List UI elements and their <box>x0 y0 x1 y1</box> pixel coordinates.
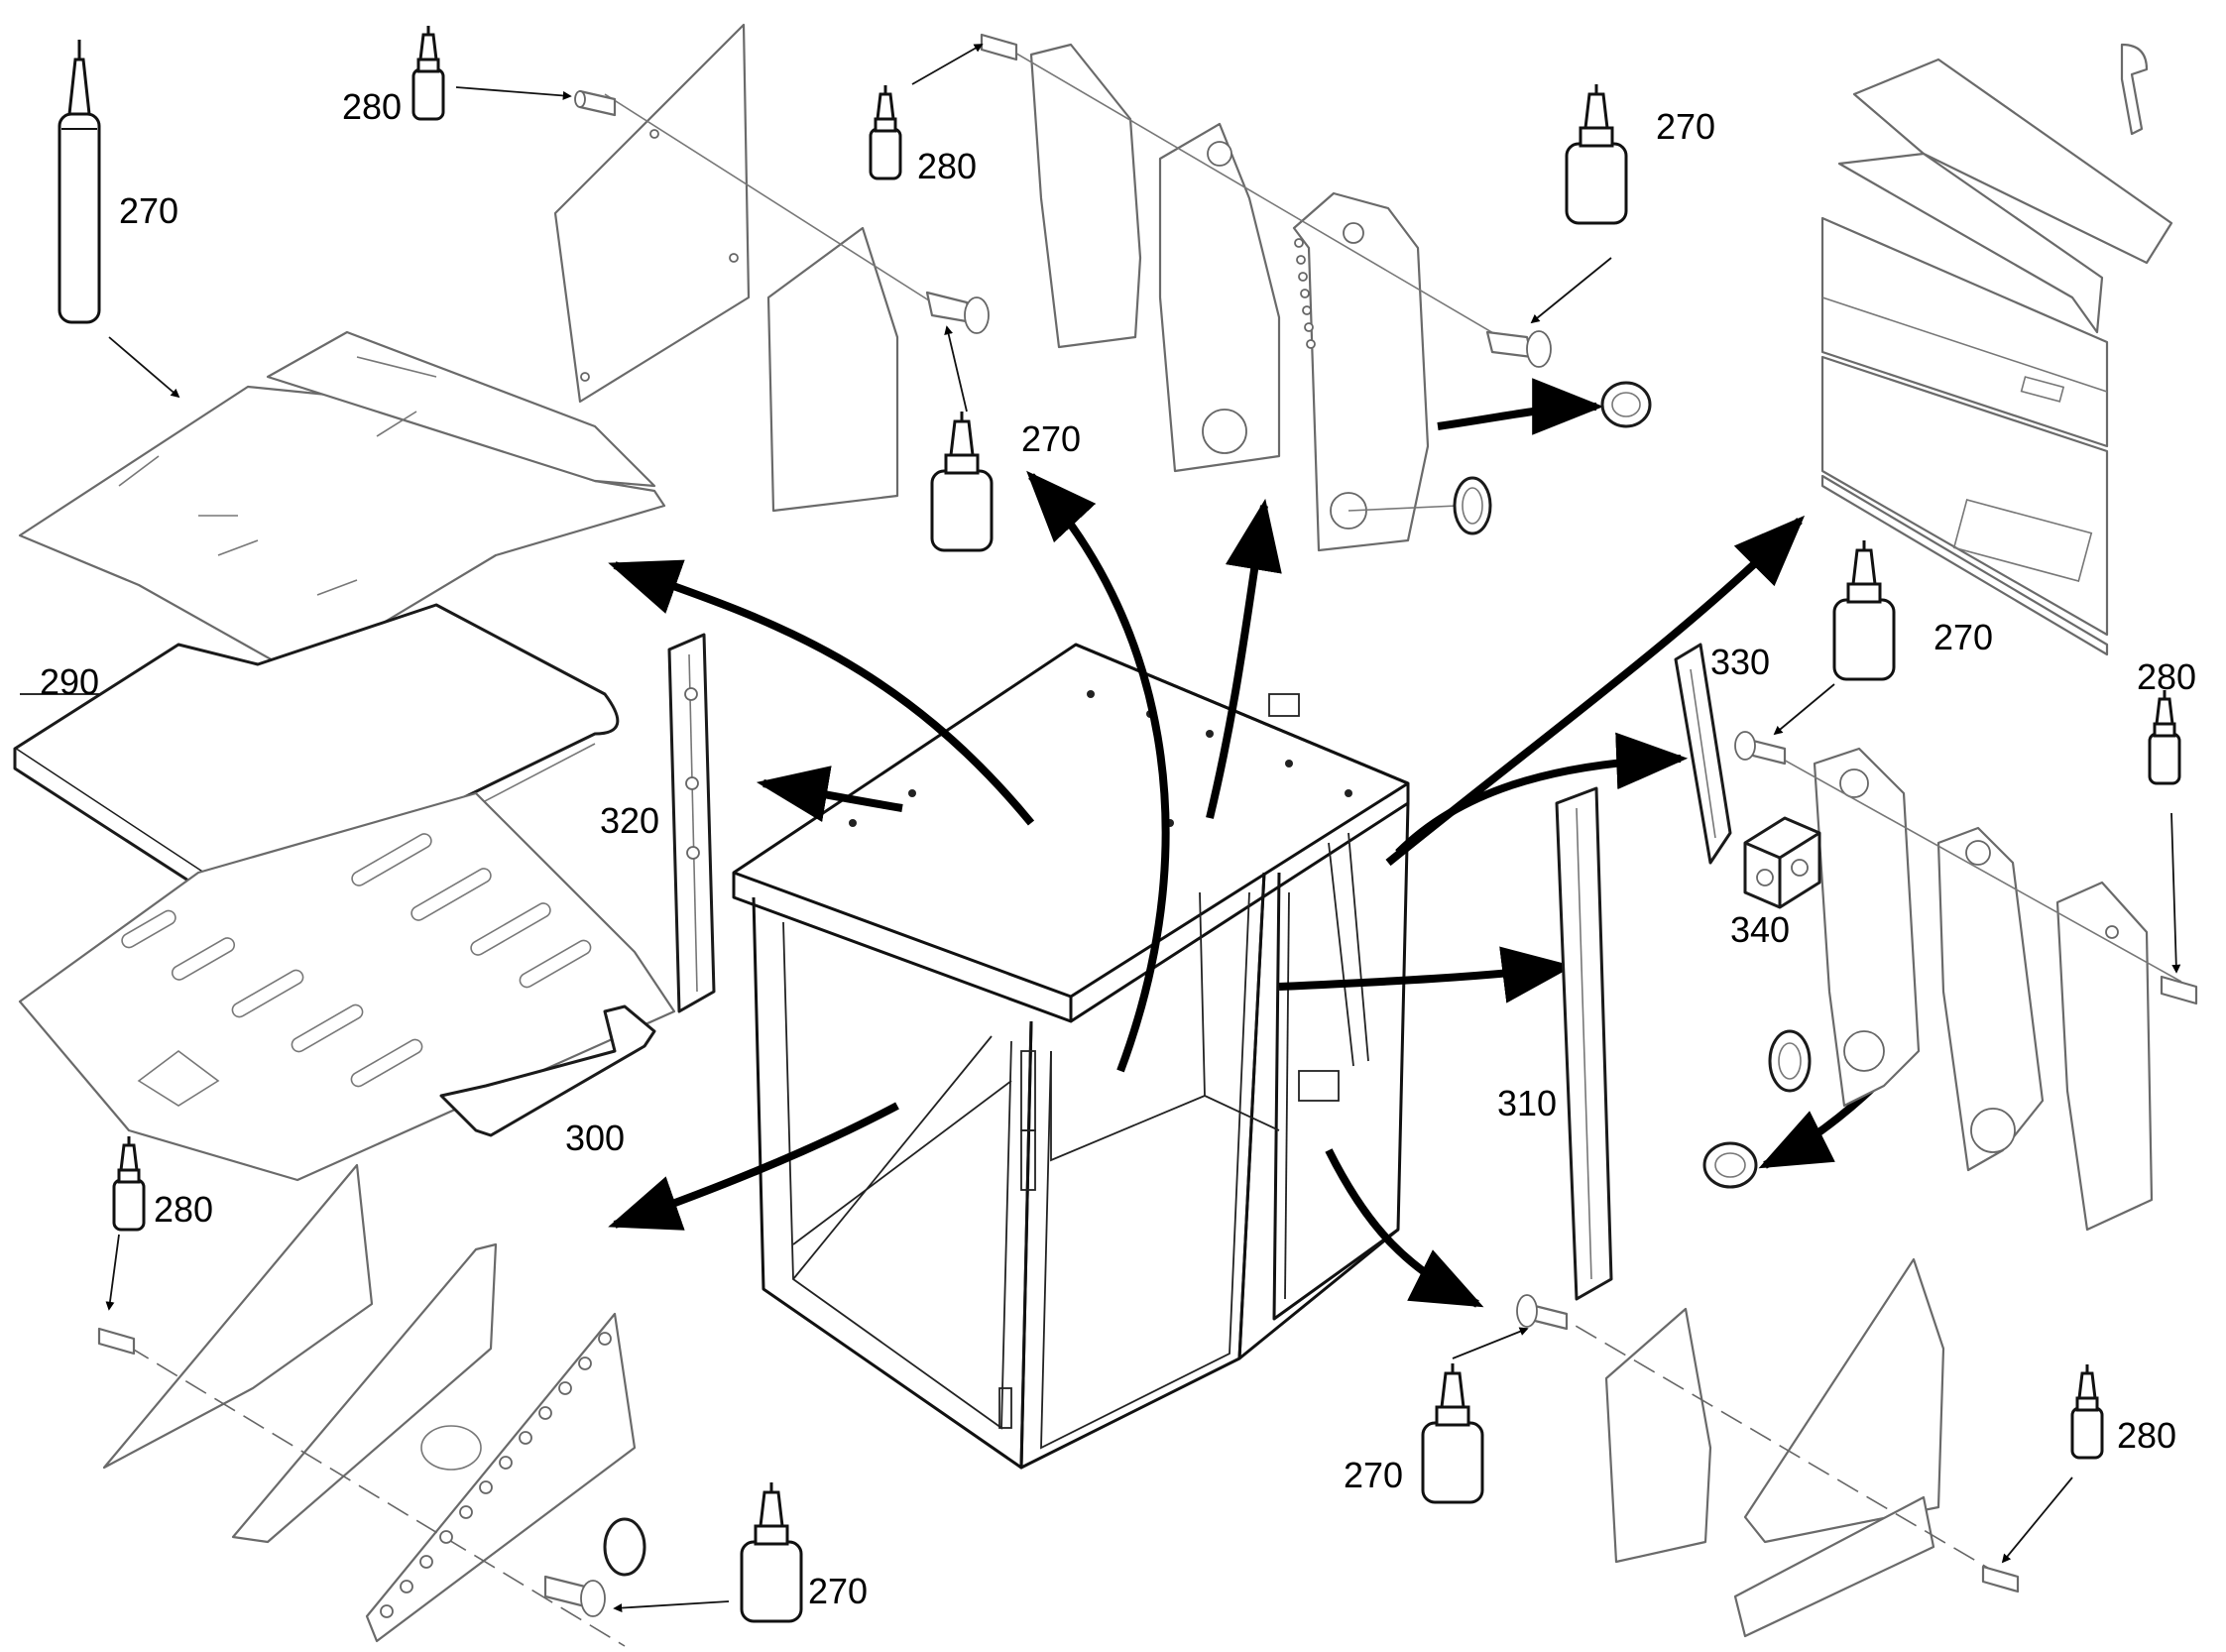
leader-arrows <box>20 44 2181 1613</box>
callout-270-tube: 270 <box>119 190 178 231</box>
callout-270-e: 270 <box>808 1571 868 1611</box>
screw-bottom-right <box>1516 1294 1569 1331</box>
sealant-tube-270 <box>58 40 101 324</box>
bracket-block-340 <box>1743 816 1821 909</box>
side-panel-top-left <box>553 23 933 513</box>
threadlock-bottle-270-d <box>1421 1361 1484 1504</box>
grommet-right-b <box>1702 1141 1758 1189</box>
threadlock-bottle-270-b <box>930 410 994 552</box>
screw-top-left <box>925 291 990 334</box>
pin-top-center <box>980 33 1018 61</box>
callout-290: 290 <box>40 661 99 702</box>
grommet-top-center-b <box>1453 476 1492 535</box>
threadlock-bottle-270-c <box>1832 538 1896 681</box>
pillar-strip-320 <box>667 633 716 1013</box>
threadlock-bottle-270-e <box>740 1480 803 1623</box>
bolt-row-bottom-left <box>380 1332 612 1618</box>
callout-280-d: 280 <box>154 1189 213 1230</box>
callout-320: 320 <box>600 800 659 841</box>
bracket-300 <box>439 1004 656 1137</box>
callout-270-a: 270 <box>1656 106 1715 147</box>
side-panels-bottom-right <box>1546 1257 2004 1638</box>
pillar-panels-right <box>1754 743 2182 1232</box>
threadlock-bottle-270-a <box>1565 82 1628 225</box>
grommet-bottom-left <box>603 1517 646 1577</box>
side-panels-bottom-left <box>98 1163 637 1647</box>
grommet-top-center-a <box>1600 381 1652 428</box>
threadlock-bottle-280-d <box>112 1134 146 1232</box>
pin-top-left <box>574 89 617 117</box>
pin-bottom-left <box>97 1327 136 1356</box>
callout-340: 340 <box>1730 909 1790 950</box>
pin-bottom-right <box>1981 1565 2020 1593</box>
callout-310: 310 <box>1497 1083 1557 1123</box>
screw-right <box>1734 731 1787 766</box>
callout-330: 330 <box>1710 642 1770 682</box>
screw-top-center <box>1485 330 1552 368</box>
callout-labels: 270 280 280 270 270 290 320 300 270 330 … <box>40 86 2196 1611</box>
callout-280-a: 280 <box>342 86 402 127</box>
bolt-row-top-center <box>1294 238 1316 349</box>
screw-bottom-left <box>543 1575 606 1617</box>
threadlock-bottle-280-c <box>2148 688 2181 785</box>
cab-frame <box>732 643 1410 1470</box>
rear-panels-top-right <box>1820 43 2173 656</box>
trim-strip-330 <box>1674 643 1732 865</box>
threadlock-bottle-280-a <box>411 24 445 121</box>
callout-280-b: 280 <box>917 146 977 186</box>
callout-280-c: 280 <box>2137 656 2196 697</box>
pillar-strip-310 <box>1555 786 1613 1301</box>
threadlock-bottle-280-e <box>2070 1362 2104 1460</box>
callout-300: 300 <box>565 1118 625 1158</box>
pin-right <box>2160 975 2198 1005</box>
callout-280-e: 280 <box>2117 1415 2176 1456</box>
callout-270-d: 270 <box>1344 1455 1403 1495</box>
pillar-panels-top-center <box>1000 43 1518 552</box>
roof-panel-upper <box>18 330 666 676</box>
grommet-right-a <box>1768 1029 1812 1093</box>
callout-270-c: 270 <box>1933 617 1993 657</box>
callout-270-b: 270 <box>1021 418 1081 459</box>
threadlock-bottle-280-b <box>869 83 902 180</box>
